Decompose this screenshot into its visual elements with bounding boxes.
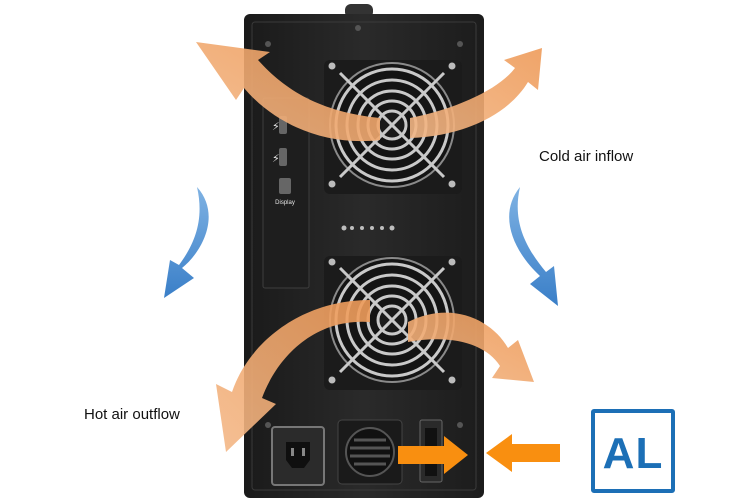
fan-icon <box>324 60 462 194</box>
orange-arrow-outer <box>486 434 560 472</box>
orange-arrow-inner <box>398 436 468 474</box>
cold-air-inflow-label: Cold air inflow <box>539 148 634 165</box>
hot-air-outflow-label: Hot air outflow <box>84 406 180 423</box>
enclosure-inner-frame <box>251 21 477 491</box>
cold-air-arrow-left <box>164 187 209 298</box>
thunderbolt-icon: ⚡ <box>272 148 287 166</box>
al-logo-text: AL <box>602 429 664 478</box>
indicator-row <box>341 225 395 231</box>
al-logo: AL <box>591 409 675 493</box>
fan-icon <box>324 256 462 390</box>
hot-air-arrow-bottom-right <box>408 312 534 382</box>
power-socket-icon <box>271 426 325 486</box>
svg-text:⚡: ⚡ <box>272 120 280 133</box>
display-port-label: Display <box>275 200 295 206</box>
psu-vent <box>337 419 403 485</box>
svg-text:⚡: ⚡ <box>272 152 280 165</box>
cold-air-arrow-right <box>509 187 558 306</box>
hot-air-arrow-bottom-left <box>216 300 370 452</box>
hot-air-arrow-top-right <box>410 48 542 138</box>
display-port <box>279 178 291 194</box>
hot-air-arrow-top-left <box>196 42 380 142</box>
